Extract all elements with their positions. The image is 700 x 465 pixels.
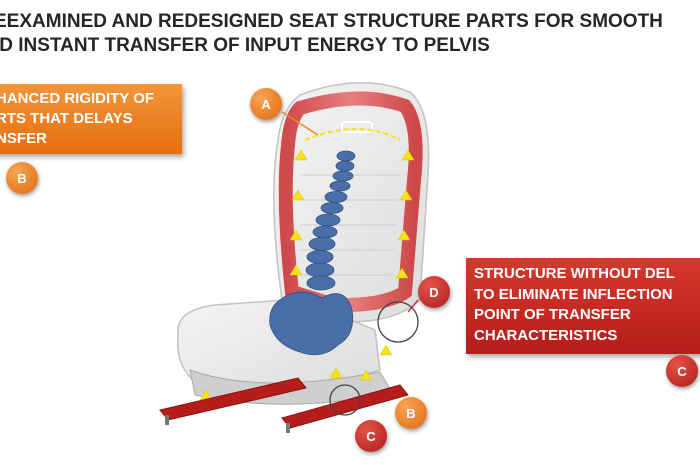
badge-c-seat: C	[355, 420, 387, 452]
slide-title: EEXAMINED AND REDESIGNED SEAT STRUCTURE …	[0, 10, 700, 58]
callout-structure-line-4: CHARACTERISTICS	[474, 326, 618, 344]
callout-rigidity-line-1: HANCED RIGIDITY OF	[0, 90, 155, 107]
load-path-curve	[304, 128, 401, 141]
leader-d	[407, 299, 419, 313]
callout-structure-line-2: TO ELIMINATE INFLECTION	[474, 285, 673, 303]
highlight-circle-c	[329, 384, 361, 416]
callout-rigidity-line-2: RTS THAT DELAYS	[0, 110, 133, 127]
headrest-slot	[341, 121, 373, 133]
badge-a: A	[250, 88, 282, 120]
leader-a	[281, 111, 319, 136]
title-line-2: ID INSTANT TRANSFER OF INPUT ENERGY TO P…	[0, 35, 490, 56]
callout-structure-without-delay: STRUCTURE WITHOUT DEL TO ELIMINATE INFLE…	[466, 258, 700, 354]
badge-b-seat: B	[395, 397, 427, 429]
seat-back-frame	[278, 91, 423, 313]
callout-structure-line-1: STRUCTURE WITHOUT DEL	[474, 265, 675, 282]
callout-structure-line-3: POINT OF TRANSFER	[474, 306, 631, 323]
title-line-1: EEXAMINED AND REDESIGNED SEAT STRUCTURE …	[0, 11, 663, 32]
load-path-arrows	[199, 149, 415, 401]
spine-model	[269, 150, 356, 356]
callout-enhanced-rigidity: HANCED RIGIDITY OF RTS THAT DELAYS NSFER	[0, 84, 182, 154]
seat-rails	[159, 377, 409, 433]
badge-c-right: C	[666, 355, 698, 387]
pelvis-model	[269, 291, 354, 356]
badge-d: D	[418, 276, 450, 308]
highlight-circle-d	[377, 301, 419, 343]
badge-b-left: B	[6, 162, 38, 194]
callout-rigidity-line-3: NSFER	[0, 130, 47, 147]
